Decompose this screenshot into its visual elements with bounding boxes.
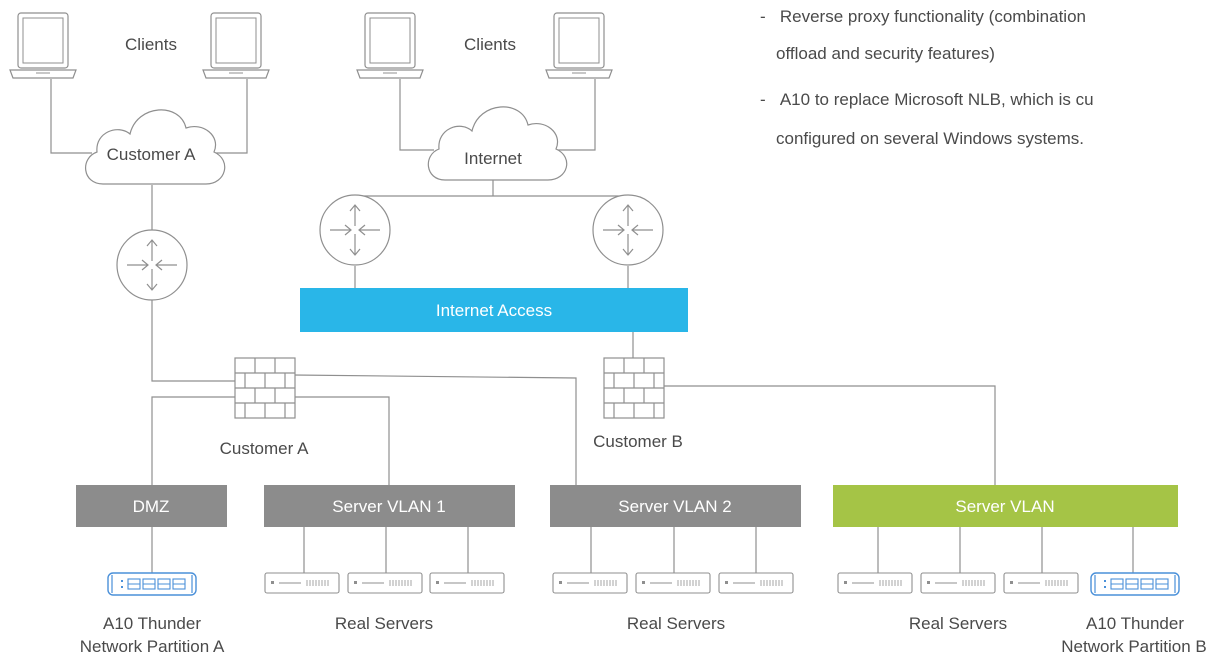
laptop-icon — [356, 12, 424, 79]
server-icon — [1003, 572, 1079, 594]
server-icon — [837, 572, 913, 594]
note-text: Reverse proxy functionality (combination — [779, 7, 1086, 26]
wire-firewall-a-vlan1 — [293, 396, 390, 485]
server-vlan-box — [833, 485, 1178, 527]
server-icon — [347, 572, 423, 594]
firewall-a-label: Customer A — [220, 439, 309, 458]
wire-router-a-firewall — [151, 300, 237, 382]
server-icon — [718, 572, 794, 594]
real-servers-label: Real Servers — [909, 614, 1007, 633]
wire-client-left-2 — [212, 79, 248, 154]
wire-client-right-2 — [556, 79, 596, 151]
laptop-icon — [202, 12, 270, 79]
note-dash: - — [760, 7, 766, 26]
a10-b-label-line2: Network Partition B — [1061, 637, 1207, 656]
note-dash: - — [760, 90, 766, 109]
cloud-icon — [84, 109, 226, 185]
a10-b-label-line1: A10 Thunder — [1086, 614, 1184, 633]
note-a10-nlb-line1: - A10 to replace Microsoft NLB, which is… — [760, 89, 1094, 111]
clients-left-label: Clients — [125, 35, 177, 54]
internet-access-label: Internet Access — [436, 301, 552, 320]
note-text: offload and security features) — [776, 44, 995, 63]
wire-client-right-1 — [399, 79, 434, 151]
server-vlan-1-label: Server VLAN 1 — [332, 497, 445, 516]
real-servers-label: Real Servers — [627, 614, 725, 633]
wire-firewall-a-dmz — [151, 396, 237, 485]
cloud-icon — [427, 106, 568, 181]
a10-appliance-icon — [107, 572, 197, 596]
cloud-customer-a-label: Customer A — [107, 145, 196, 164]
note-reverse-proxy-line1: - Reverse proxy functionality (combinati… — [760, 6, 1086, 28]
firewall-b-label: Customer B — [593, 432, 683, 451]
note-text: A10 to replace Microsoft NLB, which is c… — [779, 90, 1094, 109]
server-vlan-label: Server VLAN — [955, 497, 1054, 516]
internet-access-bar — [300, 288, 688, 332]
server-icon — [635, 572, 711, 594]
clients-right-label: Clients — [464, 35, 516, 54]
laptop-icon — [9, 12, 77, 79]
firewall-icon — [603, 357, 665, 419]
server-icon — [264, 572, 340, 594]
wire-firewall-a-vlan2 — [292, 374, 577, 485]
server-icon — [920, 572, 996, 594]
wire-client-left-1 — [50, 79, 92, 154]
server-icon — [552, 572, 628, 594]
cloud-internet-label: Internet — [464, 149, 522, 168]
router-icon — [116, 229, 188, 301]
server-vlan-2-box — [550, 485, 801, 527]
server-vlan-1-box — [264, 485, 515, 527]
wire-internet-routers — [354, 195, 629, 234]
dmz-box — [76, 485, 227, 527]
dmz-label: DMZ — [133, 497, 170, 516]
router-icon — [592, 194, 664, 266]
router-icon — [319, 194, 391, 266]
note-reverse-proxy-line2: offload and security features) — [776, 43, 995, 65]
a10-a-label-line2: Network Partition A — [80, 637, 225, 656]
note-a10-nlb-line2: configured on several Windows systems. — [776, 128, 1084, 150]
server-icon — [429, 572, 505, 594]
firewall-icon — [234, 357, 296, 419]
a10-a-label-line1: A10 Thunder — [103, 614, 201, 633]
laptop-icon — [545, 12, 613, 79]
note-text: configured on several Windows systems. — [776, 129, 1085, 148]
real-servers-label: Real Servers — [335, 614, 433, 633]
server-vlan-2-label: Server VLAN 2 — [618, 497, 731, 516]
a10-appliance-icon — [1090, 572, 1180, 596]
wire-firewall-b-vlan — [664, 385, 996, 485]
